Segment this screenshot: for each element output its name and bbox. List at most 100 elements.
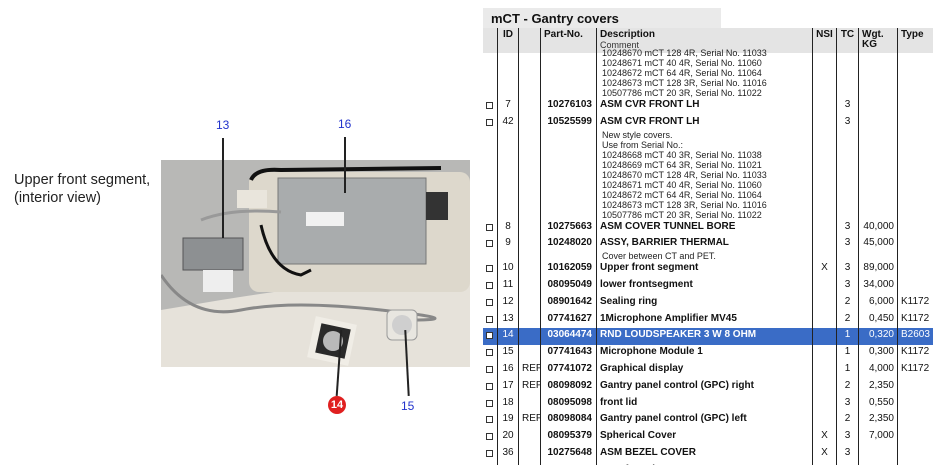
header-nsi[interactable]: NSI — [812, 28, 836, 53]
cell-part-no: 08095379 — [540, 429, 596, 446]
row-checkbox-cell[interactable] — [483, 278, 497, 295]
row-checkbox[interactable] — [486, 102, 493, 109]
row-checkbox-cell[interactable] — [483, 412, 497, 429]
comment-line: 10248672 mCT 64 4R, Serial No. 11064 — [602, 189, 762, 200]
cell-empty — [836, 47, 858, 98]
cell-rep — [518, 462, 540, 465]
table-row[interactable]: 19REP08098084Gantry panel control (GPC) … — [483, 412, 933, 430]
row-checkbox-cell[interactable] — [483, 345, 497, 362]
header-part-no[interactable]: Part-No. — [540, 28, 596, 53]
cell-part-no: 07741627 — [540, 311, 596, 329]
cell-weight: 40,000 — [858, 219, 897, 237]
cell-id: 36 — [497, 445, 518, 463]
comment-line: 10248672 mCT 64 4R, Serial No. 11064 — [602, 68, 762, 78]
row-checkbox-cell[interactable] — [483, 312, 497, 329]
row-checkbox[interactable] — [486, 382, 493, 390]
row-checkbox-cell[interactable] — [483, 328, 497, 345]
cell-rep — [518, 311, 540, 329]
row-checkbox[interactable] — [486, 265, 493, 273]
row-checkbox-cell[interactable] — [483, 295, 497, 312]
row-checkbox[interactable] — [486, 399, 493, 407]
row-checkbox[interactable] — [486, 240, 493, 248]
row-checkbox-cell[interactable] — [483, 362, 497, 379]
row-checkbox[interactable] — [486, 349, 493, 357]
cell-id: 7 — [497, 98, 518, 115]
cell-empty — [812, 47, 836, 98]
cell-weight: 207,000 — [858, 462, 897, 465]
row-checkbox-cell[interactable] — [483, 98, 497, 115]
cell-weight: 6,000 — [858, 294, 897, 312]
cell-tc: 3 — [836, 98, 858, 115]
row-checkbox[interactable] — [486, 118, 493, 126]
cell-part-no: 07741643 — [540, 345, 596, 362]
comment-line: 10507786 mCT 20 3R, Serial No. 11022 — [602, 209, 762, 220]
row-checkbox[interactable] — [486, 315, 493, 323]
cell-part-no: 10276103 — [540, 98, 596, 115]
header-id[interactable]: ID — [497, 28, 518, 53]
cell-tc: 3 — [836, 236, 858, 262]
row-checkbox[interactable] — [486, 223, 493, 231]
header-rep[interactable] — [518, 28, 540, 53]
row-checkbox-cell[interactable] — [483, 396, 497, 413]
header-comment-label: Comment — [600, 40, 640, 50]
row-checkbox[interactable] — [486, 281, 493, 289]
cell-weight: 0,320 — [858, 328, 897, 346]
cell-nsi — [812, 98, 836, 115]
row-checkbox[interactable] — [486, 365, 493, 373]
description-text: Graphical display — [600, 362, 684, 374]
cell-nsi: X — [812, 429, 836, 446]
row-checkbox-cell[interactable] — [483, 261, 497, 278]
row-checkbox-cell[interactable] — [483, 220, 497, 237]
cell-description: 1Microphone Amplifier MV45 — [596, 311, 812, 329]
cell-type — [897, 277, 931, 295]
cell-type — [897, 462, 931, 465]
row-checkbox[interactable] — [486, 416, 493, 424]
row-checkbox[interactable] — [486, 433, 493, 441]
cell-id: 18 — [497, 395, 518, 413]
row-checkbox-cell[interactable] — [483, 446, 497, 463]
cell-rep — [518, 236, 540, 262]
header-type[interactable]: Type — [897, 28, 931, 53]
cell-id: 16 — [497, 361, 518, 379]
cell-nsi — [812, 277, 836, 295]
row-checkbox-cell[interactable] — [483, 429, 497, 446]
table-row[interactable]: 4310162092Rear funnel spare partX3207,00… — [483, 462, 933, 465]
row-checkbox-cell[interactable] — [483, 115, 497, 220]
row-checkbox[interactable] — [486, 298, 493, 306]
row-checkbox-cell[interactable] — [483, 236, 497, 261]
cell-rep — [518, 429, 540, 446]
callout-14-badge: 14 — [328, 396, 346, 414]
cell-id: 42 — [497, 114, 518, 220]
cell-description: ASM BEZEL COVER — [596, 445, 812, 463]
cell-description: Sealing ring — [596, 294, 812, 312]
row-checkbox[interactable] — [486, 332, 493, 340]
header-tc[interactable]: TC — [836, 28, 858, 53]
row-checkbox[interactable] — [486, 449, 493, 457]
comment-line: Use from Serial No.: — [602, 139, 684, 150]
cell-tc: 3 — [836, 445, 858, 463]
cell-id: 19 — [497, 412, 518, 430]
cell-nsi: X — [812, 261, 836, 278]
row-checkbox-cell[interactable] — [483, 379, 497, 396]
table-row[interactable]: 17REP08098092Gantry panel control (GPC) … — [483, 378, 933, 396]
cell-empty — [540, 47, 596, 98]
comment-line: 10248673 mCT 128 3R, Serial No. 11016 — [602, 199, 767, 210]
table-row[interactable]: 16REP07741072Graphical display14,000K117… — [483, 361, 933, 379]
cell-type — [897, 412, 931, 430]
header-weight[interactable]: Wgt.KG — [858, 28, 897, 53]
